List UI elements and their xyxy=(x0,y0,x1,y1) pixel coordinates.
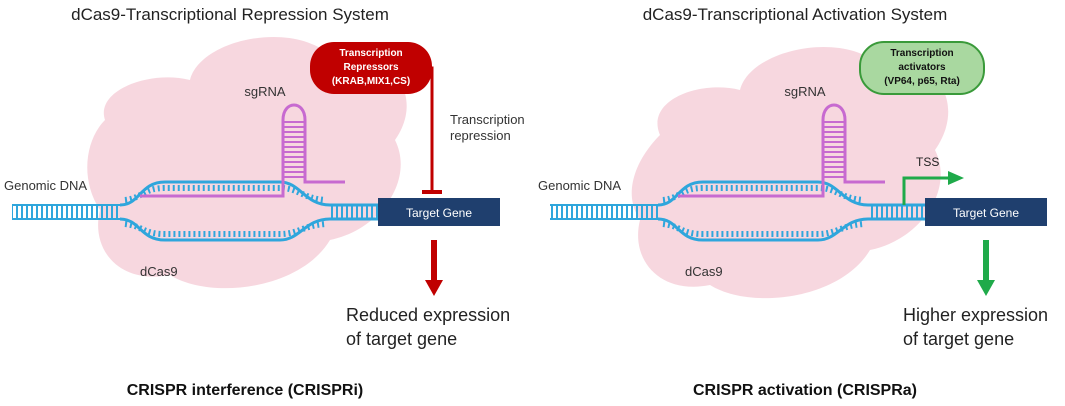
dna-lower-strand xyxy=(657,217,925,242)
repression-label-2: repression xyxy=(450,128,511,143)
dcas9-label: dCas9 xyxy=(685,264,723,279)
activator-line-3: (VP64, p65, Rta) xyxy=(884,76,960,87)
tss-arrow xyxy=(902,171,964,205)
reduced-expression-arrow xyxy=(425,240,443,296)
repression-label-1: Transcription xyxy=(450,112,525,127)
genomic-dna-strand xyxy=(12,205,120,219)
repressor-effector xyxy=(310,42,432,94)
outcome-line-1: Higher expression xyxy=(903,305,1048,325)
crispra-panel: dCas9-Transcriptional Activation System … xyxy=(538,5,1048,399)
sgrna-label: sgRNA xyxy=(784,84,826,99)
dna-upper-strand xyxy=(657,180,925,207)
target-gene-label: Target Gene xyxy=(953,206,1019,220)
crispri-panel: dCas9-Transcriptional Repression System … xyxy=(4,5,525,399)
activator-effector xyxy=(859,41,985,95)
genomic-dna-label: Genomic DNA xyxy=(538,178,621,193)
dcas9-blob xyxy=(631,46,949,299)
genomic-dna-label: Genomic DNA xyxy=(4,178,87,193)
crispra-caption: CRISPR activation (CRISPRa) xyxy=(693,382,917,399)
target-gene-label: Target Gene xyxy=(406,206,472,220)
repressor-line-3: (KRAB,MIX1,CS) xyxy=(332,76,410,87)
tss-label: TSS xyxy=(916,155,939,169)
repressor-line-2: Repressors xyxy=(343,62,398,73)
dcas9-label: dCas9 xyxy=(140,264,178,279)
outcome-line-1: Reduced expression xyxy=(346,305,510,325)
higher-expression-arrow xyxy=(977,240,995,296)
sgrna-structure xyxy=(140,103,345,198)
repressor-line-1: Transcription xyxy=(339,48,402,59)
dna-lower-strand xyxy=(119,217,378,242)
sgrna-structure xyxy=(678,103,885,198)
crispri-caption: CRISPR interference (CRISPRi) xyxy=(127,382,364,399)
sgrna-label: sgRNA xyxy=(244,84,286,99)
crispra-title: dCas9-Transcriptional Activation System xyxy=(643,5,948,24)
dcas9-blob xyxy=(87,36,407,289)
genomic-dna-strand xyxy=(550,205,658,219)
outcome-line-2: of target gene xyxy=(346,329,457,349)
target-gene-box xyxy=(925,198,1047,226)
outcome-line-2: of target gene xyxy=(903,329,1014,349)
dna-upper-strand xyxy=(119,180,378,207)
target-gene-box xyxy=(378,198,500,226)
crispri-title: dCas9-Transcriptional Repression System xyxy=(71,5,389,24)
activator-line-1: Transcription xyxy=(890,48,953,59)
activator-line-2: activators xyxy=(898,62,946,73)
